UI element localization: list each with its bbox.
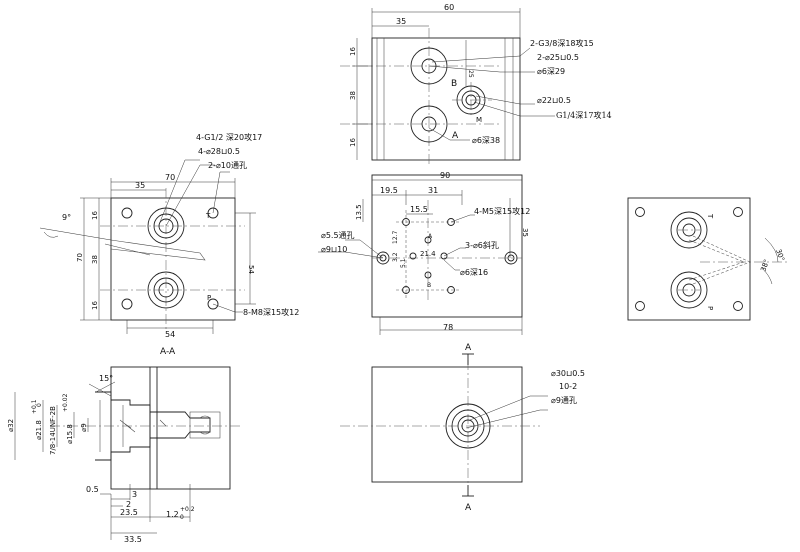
dim-15-8: ⌀15.8 xyxy=(66,424,74,444)
tol-zero: 0 xyxy=(36,403,43,407)
note-10: 2-⌀10通孔 xyxy=(208,160,247,170)
angle-9: 9° xyxy=(62,213,71,222)
dim-5-1: 5.1 xyxy=(400,258,407,268)
label-B: B xyxy=(427,282,431,289)
dim-12-7: 12.7 xyxy=(392,230,399,244)
center-view: 90 19.5 31 15.5 13.5 35 78 12.7 3.2 21.4… xyxy=(318,171,530,335)
dim-70: 70 xyxy=(165,173,175,182)
bottom-view-outline xyxy=(371,366,523,483)
note-10-2: 10-2 xyxy=(559,382,577,391)
dim-2: 2 xyxy=(126,500,131,509)
dim-16a: 16 xyxy=(91,211,99,220)
label-A: A xyxy=(452,131,459,141)
section-mark-bottom: A xyxy=(465,503,472,513)
top-view: 60 35 16 38 16 25 2-G3/8深18攻15 2-⌀25⊔0.5… xyxy=(340,3,612,165)
note-m5: 4-M5深15攻12 xyxy=(474,206,530,216)
top-view-outline xyxy=(371,37,521,161)
tol3-plus: +0.2 xyxy=(180,506,195,513)
right-view: 30° 38° T P xyxy=(627,197,790,321)
dim-19-5: 19.5 xyxy=(380,186,398,195)
note-6-16: ⌀6深16 xyxy=(460,268,488,277)
dim-15-5: 15.5 xyxy=(410,205,428,214)
note-9-10: ⌀9⊔10 xyxy=(321,245,347,254)
note-g38: 2-G3/8深18攻15 xyxy=(530,38,594,48)
dim-35v: 35 xyxy=(521,228,529,237)
note-28: 4-⌀28⊔0.5 xyxy=(198,147,240,156)
dim-78: 78 xyxy=(443,323,453,332)
tol2-plus: +0.02 xyxy=(62,393,69,412)
dim-13-5: 13.5 xyxy=(355,204,363,220)
section-mark-top: A xyxy=(465,343,472,353)
port-circle xyxy=(410,47,448,85)
port-circle xyxy=(410,105,448,143)
label-P: P xyxy=(706,306,714,310)
dim-0-5: 0.5 xyxy=(86,485,99,494)
dim-21-4: 21.4 xyxy=(420,250,436,258)
dim-16a: 16 xyxy=(349,47,357,56)
dim-16b: 16 xyxy=(349,138,357,147)
dim-16b: 16 xyxy=(91,301,99,310)
caption-AA: A-A xyxy=(160,347,176,357)
label-A: A xyxy=(428,233,433,240)
label-T: T xyxy=(205,212,211,220)
dim-54h: 54 xyxy=(165,330,175,339)
dim-54v: 54 xyxy=(247,265,255,274)
note-25: 2-⌀25⊔0.5 xyxy=(537,53,579,62)
section-view: 15° ⌀32 ⌀21.8 +0.1 0 7/8-14UNF-2B ⌀15.8 … xyxy=(7,366,240,544)
dim-thread: 7/8-14UNF-2B xyxy=(49,406,57,455)
dim-32: ⌀32 xyxy=(7,419,15,432)
center-view-outline xyxy=(371,174,523,318)
dim-35: 35 xyxy=(396,17,406,26)
label-T: T xyxy=(706,213,714,219)
note-3-6: 3-⌀6斜孔 xyxy=(465,240,499,250)
note-6-29: ⌀6深29 xyxy=(537,67,565,76)
dim-35: 35 xyxy=(135,181,145,190)
dim-31: 31 xyxy=(428,186,438,195)
dim-23-5: 23.5 xyxy=(120,508,138,517)
dim-1-2: 1.2 xyxy=(166,510,179,519)
dim-25: 25 xyxy=(467,70,474,78)
angle-30: 30° xyxy=(774,248,786,262)
note-22: ⌀22⊔0.5 xyxy=(537,96,571,105)
note-9: ⌀9通孔 xyxy=(551,395,577,405)
dim-60: 60 xyxy=(444,3,454,12)
label-M: M xyxy=(476,116,482,124)
label-P: P xyxy=(207,294,211,302)
dim-9: ⌀9 xyxy=(80,423,88,432)
dim-33-5: 33.5 xyxy=(124,535,142,544)
dim-38: 38 xyxy=(91,255,99,264)
bottom-view: ⌀30⊔0.5 10-2 ⌀9通孔 A A xyxy=(340,343,585,513)
left-view-outline xyxy=(110,197,236,321)
tol3-zero: 0 xyxy=(180,514,184,521)
dim-3-2: 3.2 xyxy=(392,252,399,262)
dim-90: 90 xyxy=(440,171,450,180)
label-B: B xyxy=(451,79,457,89)
left-view: 70 35 70 16 38 16 54 54 9° 4-G1/2 深20攻17… xyxy=(39,132,299,357)
tol-plus: +0.1 xyxy=(31,399,38,414)
dim-21-8: ⌀21.8 xyxy=(35,420,43,440)
dim-38: 38 xyxy=(349,91,357,100)
right-view-outline xyxy=(627,197,751,321)
note-g12: 4-G1/2 深20攻17 xyxy=(196,132,262,142)
note-5-5: ⌀5.5通孔 xyxy=(321,230,355,240)
note-m8: 8-M8深15攻12 xyxy=(243,307,299,317)
note-6-38: ⌀6深38 xyxy=(472,136,500,145)
note-g14: G1/4深17攻14 xyxy=(556,110,612,120)
angle-38: 38° xyxy=(759,258,771,272)
dim-70v: 70 xyxy=(76,253,84,262)
angle-15: 15° xyxy=(99,374,113,383)
dim-3: 3 xyxy=(132,490,137,499)
note-30: ⌀30⊔0.5 xyxy=(551,369,585,378)
section-view-outline xyxy=(110,366,231,490)
